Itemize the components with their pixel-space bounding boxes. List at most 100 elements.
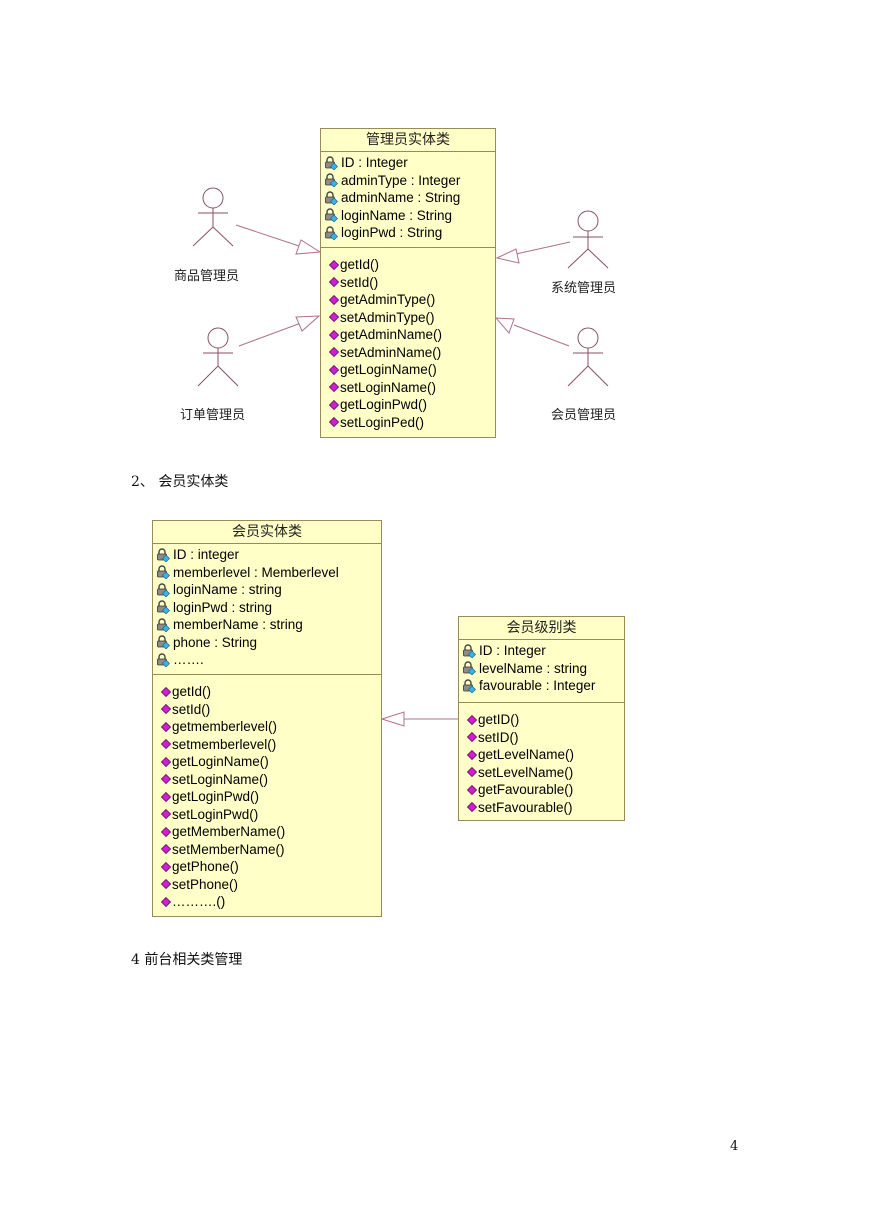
attribute-text: loginPwd : string — [173, 599, 273, 615]
attribute-row: adminType : Integer — [321, 172, 495, 190]
operation-row: getLevelName() — [459, 746, 624, 764]
private-attribute-icon — [325, 208, 338, 223]
public-operation-icon — [329, 417, 339, 428]
attribute-text: adminName : String — [341, 190, 461, 205]
operation-row: getAdminName() — [321, 326, 495, 344]
operation-row: setAdminType() — [321, 309, 495, 327]
public-operation-icon — [161, 809, 171, 820]
public-operation-icon — [467, 784, 477, 795]
public-operation-icon — [467, 767, 477, 778]
operation-row: setFavourable() — [459, 799, 624, 817]
operation-text: setLoginName() — [340, 379, 437, 395]
operation-row: setmemberlevel() — [153, 736, 381, 754]
operation-row: setLoginName() — [153, 771, 381, 789]
operation-row: setLoginName() — [321, 379, 495, 397]
operations-section: getId() setId()getAdminType()setAdminType… — [321, 248, 495, 431]
operation-text: getLoginName() — [340, 362, 437, 377]
attribute-text: ID : Integer — [479, 643, 546, 658]
private-attribute-icon — [325, 156, 338, 170]
operation-text: getLoginName() — [172, 754, 269, 769]
public-operation-icon — [467, 749, 477, 760]
public-operation-icon — [329, 364, 339, 375]
attribute-row: levelName : string — [459, 660, 624, 678]
actor-member-figure — [567, 327, 609, 387]
public-operation-icon — [467, 802, 477, 813]
operation-row: setAdminName() — [321, 344, 495, 362]
operation-text: getLoginPwd() — [340, 397, 428, 412]
operation-row: setLevelName() — [459, 764, 624, 782]
public-operation-icon — [329, 347, 339, 358]
attribute-row: loginName : string — [153, 581, 381, 599]
public-operation-icon — [329, 259, 339, 270]
operation-text: setId() — [172, 701, 211, 717]
actor-member-label: 会员管理员 — [551, 408, 617, 423]
operation-text: getAdminName() — [340, 327, 443, 342]
actor-goods-figure — [192, 187, 234, 247]
operation-row: setPhone() — [153, 876, 381, 894]
operation-row: getMemberName() — [153, 823, 381, 841]
operation-text: setId() — [340, 274, 379, 290]
public-operation-icon — [161, 774, 171, 785]
operation-text: getId() — [340, 257, 380, 272]
attribute-row: ……. — [153, 651, 381, 669]
operation-text: setLevelName() — [478, 764, 574, 780]
operation-text: setAdminType() — [340, 309, 435, 325]
operation-row: setLoginPed() — [321, 414, 495, 432]
public-operation-icon — [161, 896, 171, 907]
operation-text: setMemberName() — [172, 841, 285, 857]
operation-text: getLoginPwd() — [172, 789, 260, 804]
operation-row: setId() — [153, 701, 381, 719]
operation-text: getId() — [172, 684, 212, 699]
operation-text: setLoginName() — [172, 771, 269, 787]
operation-row: getLoginName() — [321, 361, 495, 379]
private-attribute-icon — [463, 644, 476, 658]
section-heading: 2、 会员实体类 — [131, 474, 229, 490]
private-attribute-icon — [325, 191, 338, 205]
section-heading: 4 前台相关类管理 — [131, 952, 243, 968]
actor-order-figure — [197, 327, 239, 387]
operation-row: setMemberName() — [153, 841, 381, 859]
attribute-text: levelName : string — [479, 660, 588, 676]
attribute-row: memberName : string — [153, 616, 381, 634]
operations-section: getId() setId() getmemberlevel() setmemberl… — [153, 675, 381, 911]
attribute-text: loginPwd : String — [341, 225, 443, 240]
operation-text: setFavourable() — [478, 799, 573, 815]
operation-row: setID() — [459, 729, 624, 747]
public-operation-icon — [467, 732, 477, 743]
public-operation-icon — [329, 312, 339, 323]
private-attribute-icon — [463, 679, 476, 693]
private-attribute-icon — [157, 618, 170, 632]
class-title: 会员实体类 — [153, 521, 381, 544]
public-operation-icon — [161, 721, 171, 732]
class-title: 管理员实体类 — [321, 129, 495, 152]
public-operation-icon — [161, 791, 171, 802]
private-attribute-icon — [157, 635, 170, 650]
actor-system-figure — [567, 210, 609, 269]
attribute-text: memberName : string — [173, 617, 303, 632]
public-operation-icon — [161, 686, 171, 697]
operation-text: setAdminName() — [340, 344, 442, 360]
operation-row: ……….() — [153, 893, 381, 911]
operation-text: getID() — [478, 712, 520, 727]
operation-text: setID() — [478, 729, 519, 745]
private-attribute-icon — [325, 173, 338, 188]
private-attribute-icon — [157, 653, 170, 667]
operation-text: getmemberlevel() — [172, 719, 278, 734]
public-operation-icon — [161, 861, 171, 872]
operation-row: getAdminType() — [321, 291, 495, 309]
public-operation-icon — [161, 826, 171, 837]
public-operation-icon — [161, 704, 171, 715]
attribute-row: favourable : Integer — [459, 677, 624, 695]
attribute-row: ID : integer — [153, 546, 381, 564]
actor-order-label: 订单管理员 — [180, 408, 246, 423]
attribute-row: phone : String — [153, 634, 381, 652]
attribute-row: ID : Integer — [459, 642, 624, 660]
operation-text: setLoginPwd() — [172, 806, 259, 822]
attribute-row: loginPwd : string — [153, 599, 381, 617]
attribute-row: adminName : String — [321, 189, 495, 207]
public-operation-icon — [329, 294, 339, 305]
